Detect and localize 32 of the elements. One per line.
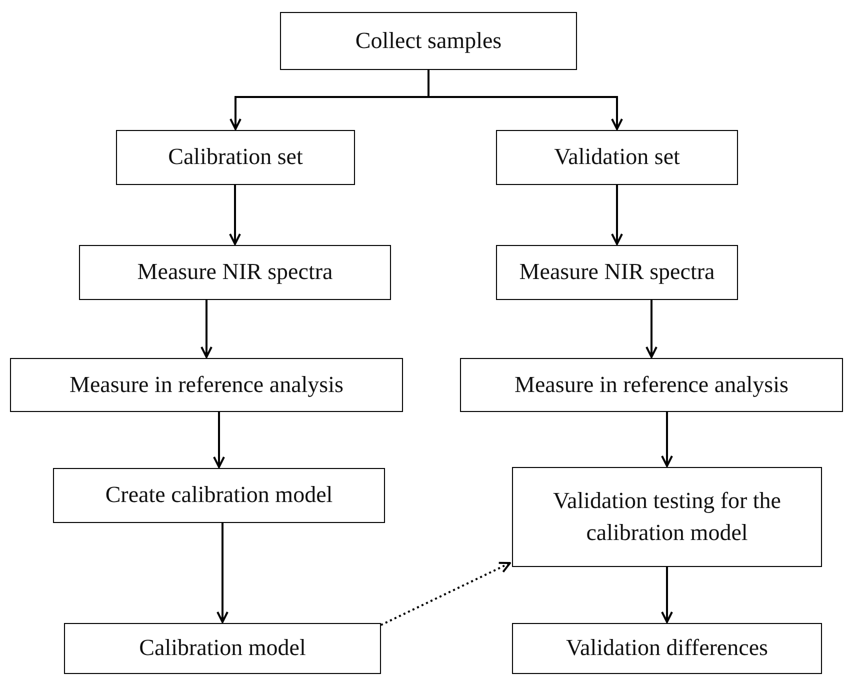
arrow (380, 562, 511, 626)
box-label: Measure in reference analysis (514, 370, 788, 399)
box-label: Measure NIR spectra (137, 258, 333, 286)
box-label: Validation differences (566, 634, 768, 662)
box-label: Validation set (554, 143, 680, 172)
process-box (10, 358, 403, 412)
process-box (53, 468, 385, 523)
arrow (646, 300, 658, 358)
process-box (79, 245, 391, 300)
box-label: Measure NIR spectra (519, 258, 715, 286)
box-label: Create calibration model (105, 481, 333, 510)
arrow (661, 567, 673, 623)
arrow (661, 412, 673, 467)
arrow (428, 70, 623, 130)
box-label: Measure in reference analysis (70, 370, 344, 399)
arrow (216, 523, 228, 623)
arrow (611, 185, 623, 245)
arrow (200, 300, 212, 358)
process-box (116, 130, 355, 185)
box-label: Calibration set (168, 143, 303, 172)
process-box (460, 358, 843, 412)
process-box (512, 623, 822, 674)
process-box (64, 623, 381, 674)
process-box (496, 130, 738, 185)
box-label: Calibration model (139, 634, 306, 662)
process-box (496, 245, 738, 300)
arrow (229, 185, 241, 245)
box-label: Collect samples (355, 26, 502, 55)
process-box (280, 12, 577, 70)
process-box (512, 467, 822, 567)
box-label: Validation testing for the calibration model (552, 486, 782, 547)
arrow (213, 412, 225, 468)
